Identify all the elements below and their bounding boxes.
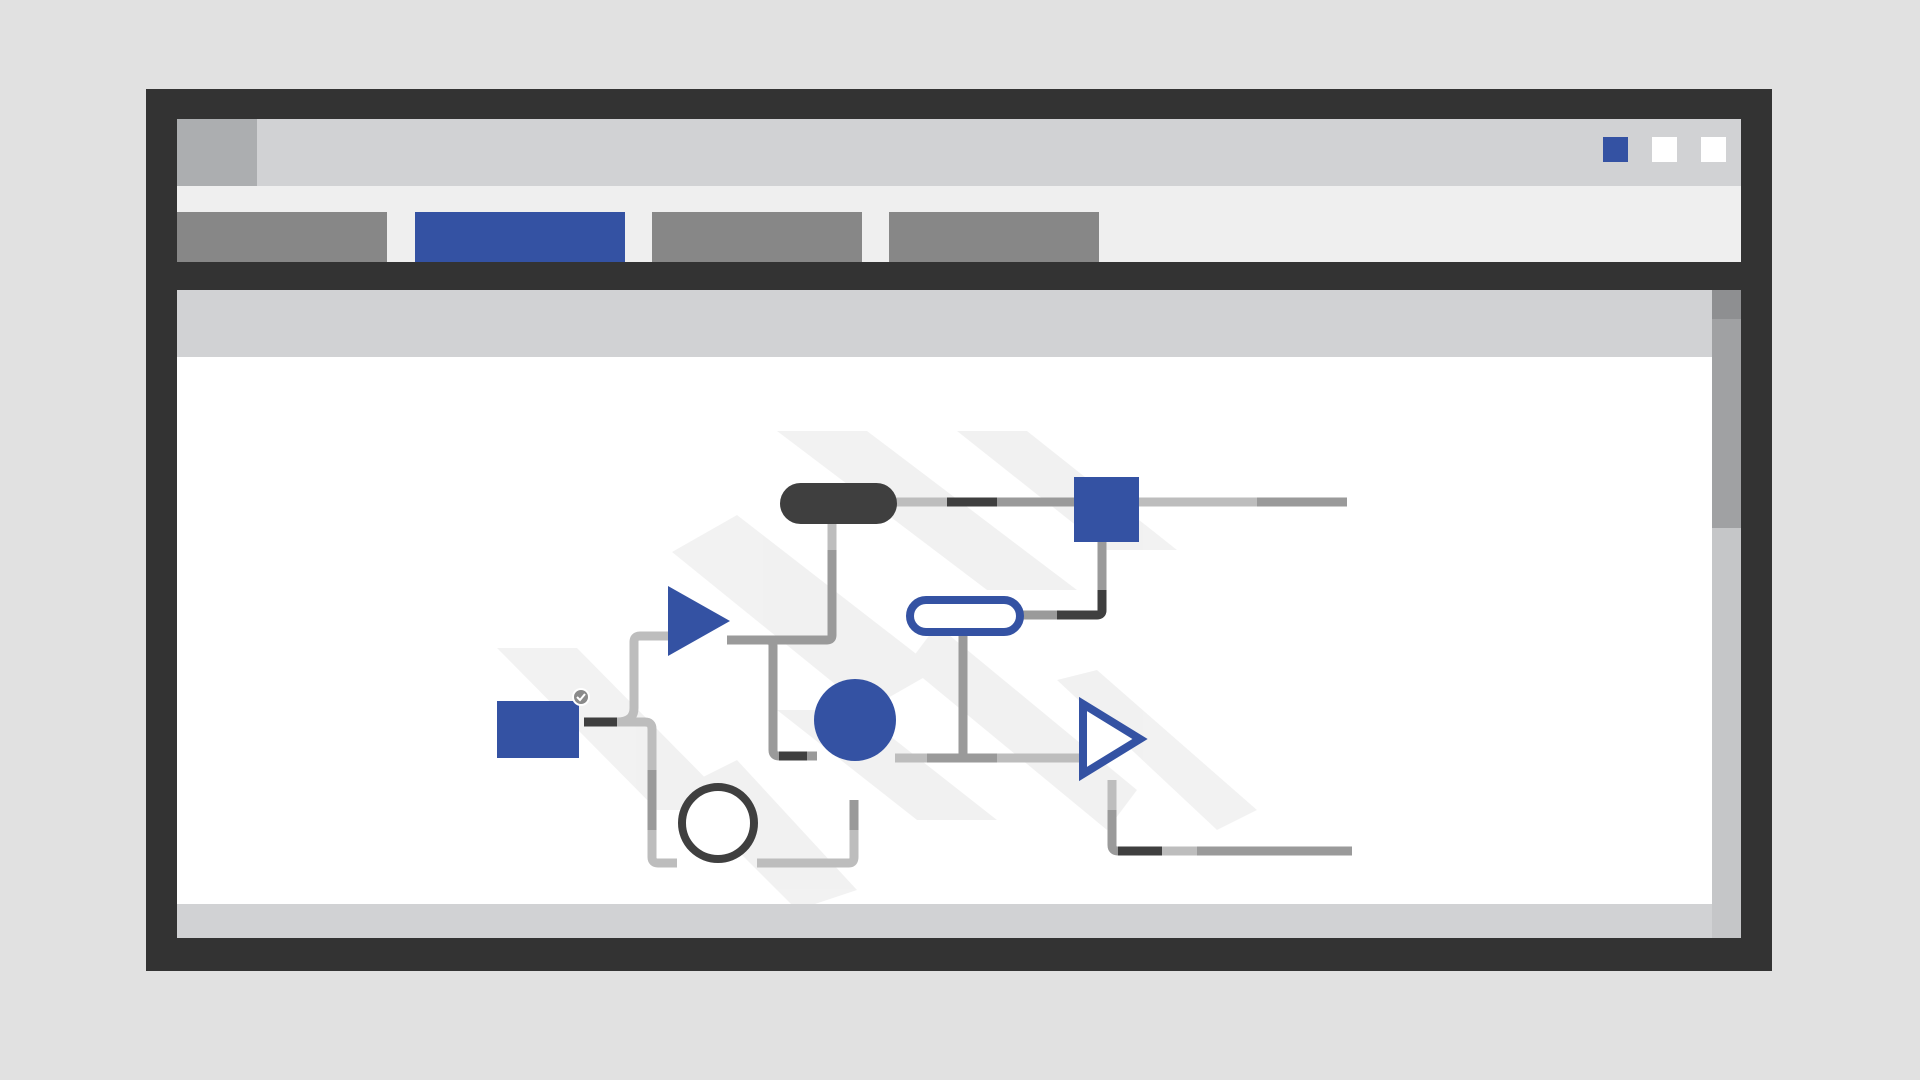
nodes [497, 477, 1148, 863]
source-block-node[interactable] [497, 701, 579, 758]
flow-diagram-canvas [497, 431, 1352, 910]
ring-node[interactable] [678, 783, 758, 863]
square-node[interactable] [1074, 477, 1139, 542]
status-bar [177, 904, 1712, 938]
outline-triangle-node[interactable] [1079, 696, 1148, 782]
tab-4[interactable] [889, 212, 1099, 262]
toolbar [177, 290, 1712, 357]
document-viewport [177, 290, 1741, 938]
triangle-node[interactable] [668, 586, 730, 656]
scroll-up-button[interactable] [1712, 290, 1741, 319]
tab-1[interactable] [177, 212, 387, 262]
tab-strip [177, 186, 1741, 262]
connector-triangle-circle [766, 635, 817, 761]
connector-ring-circle [757, 800, 859, 868]
maximize-button[interactable] [1652, 137, 1677, 162]
connector-triangle-out [1107, 780, 1352, 856]
minimize-button[interactable] [1603, 137, 1628, 162]
close-button[interactable] [1701, 137, 1726, 162]
outline-pill-node[interactable] [906, 596, 1024, 636]
connectors [584, 497, 1352, 868]
title-bar [177, 119, 1741, 186]
terminator-node[interactable] [780, 483, 897, 524]
connector-square-pill-dark [1057, 590, 1107, 620]
connector-pill-triangle [727, 520, 837, 645]
app-window-frame [146, 89, 1772, 971]
circle-node[interactable] [814, 679, 896, 761]
tab-3[interactable] [652, 212, 862, 262]
app-icon [177, 119, 257, 186]
vertical-scrollbar[interactable] [1712, 290, 1741, 938]
tab-2-active[interactable] [415, 212, 625, 262]
check-icon [572, 688, 590, 706]
scroll-thumb[interactable] [1712, 319, 1741, 528]
